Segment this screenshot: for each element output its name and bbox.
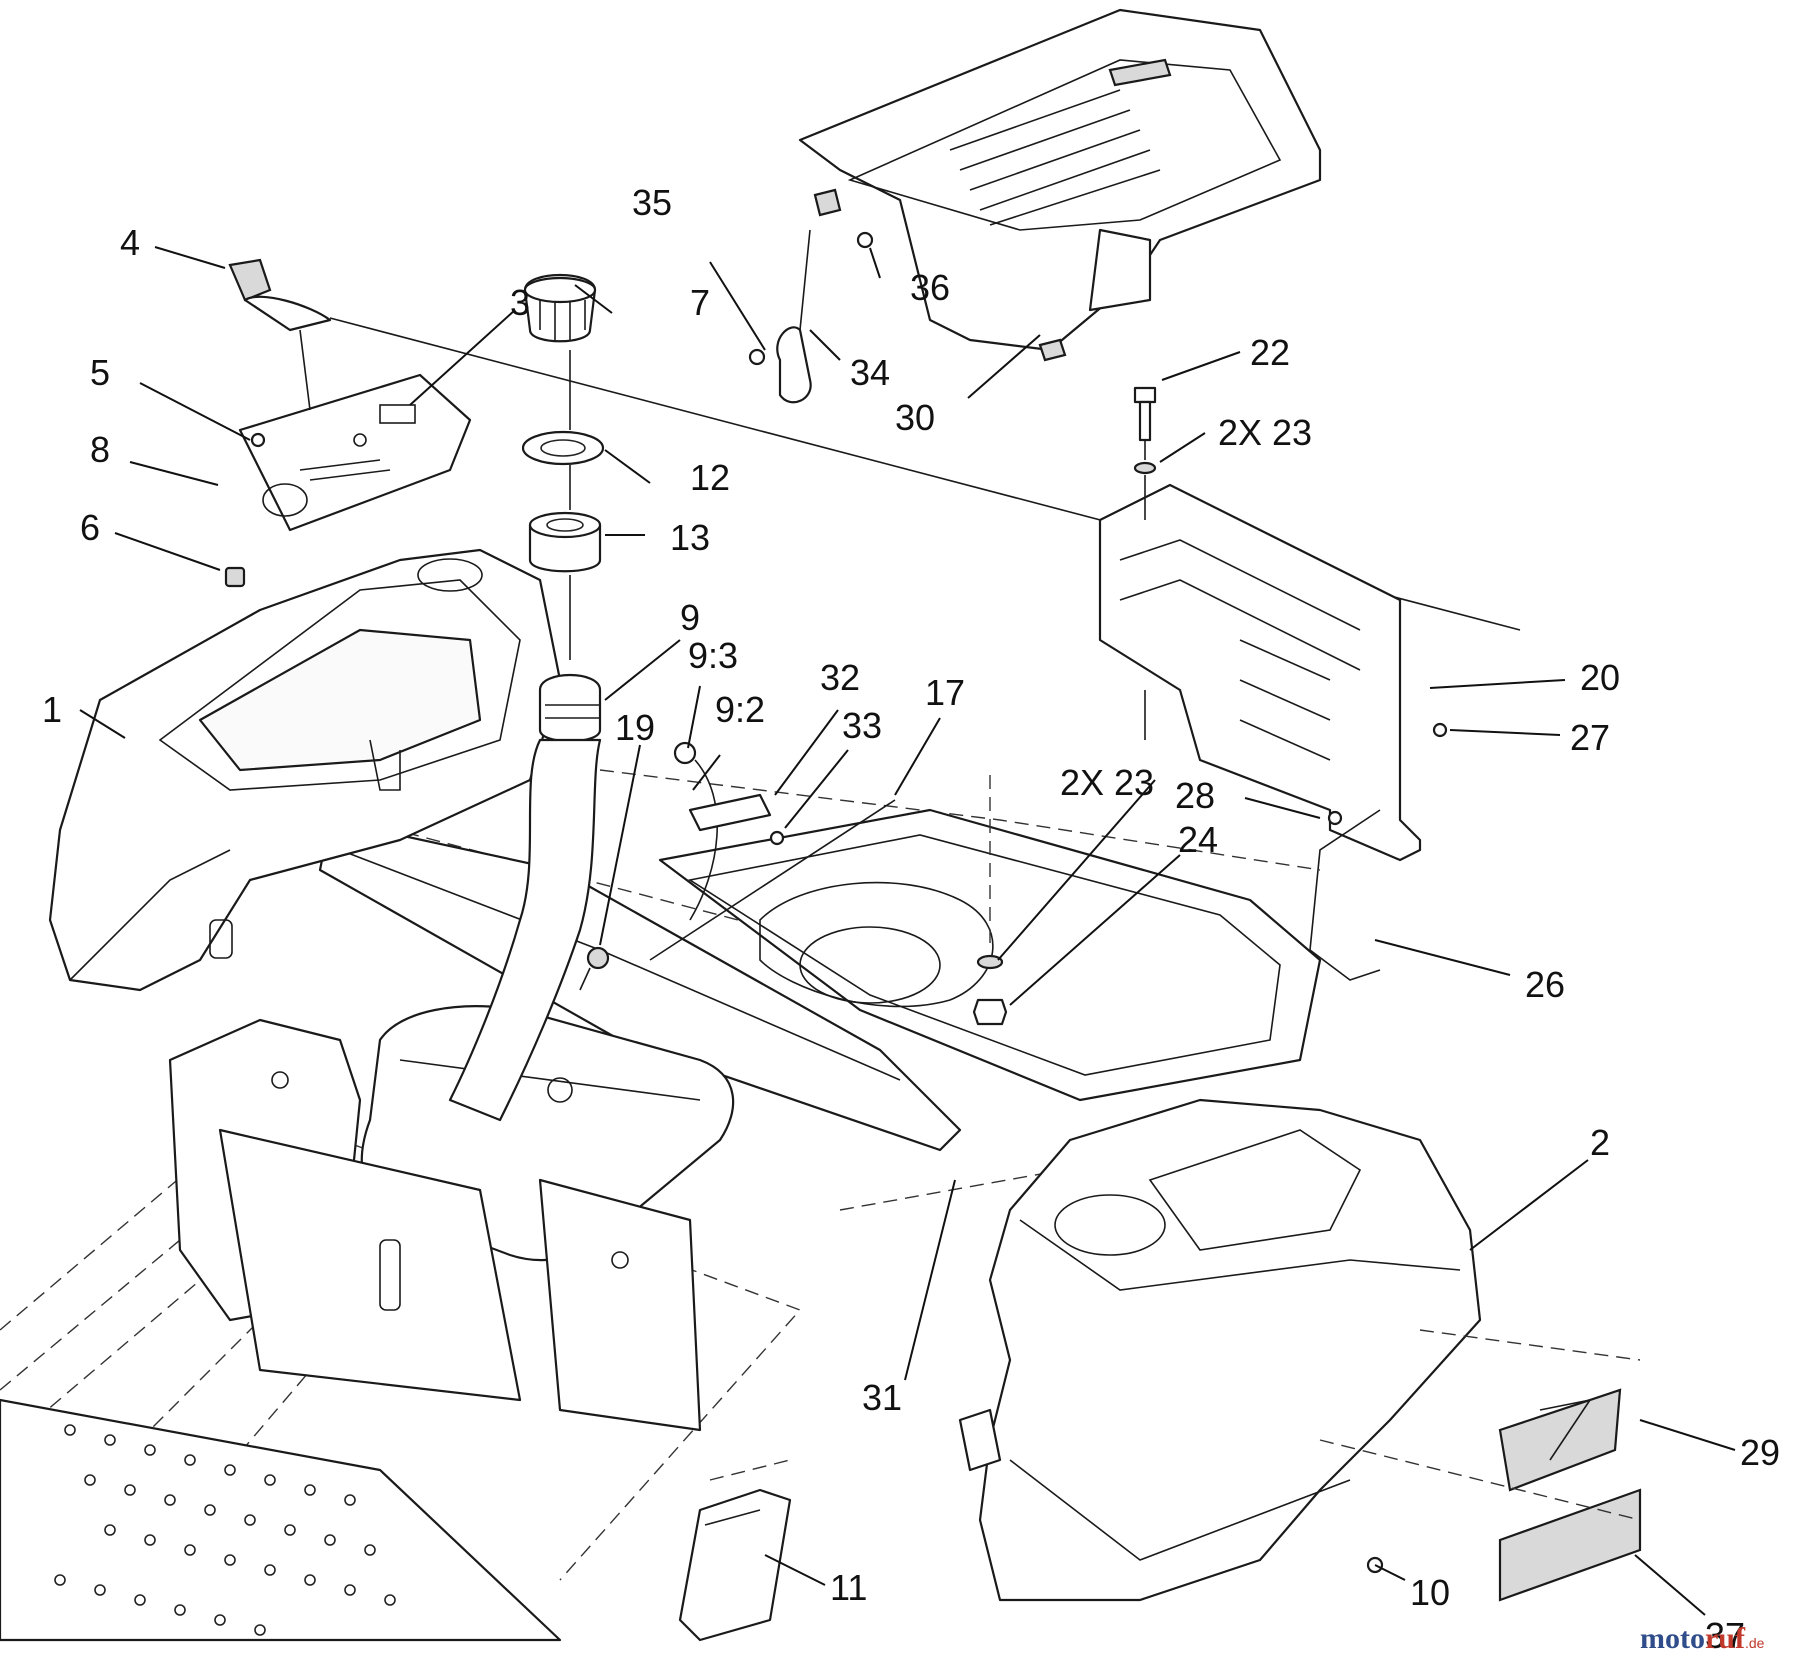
screw-5 [250, 432, 266, 448]
nut-28 [1327, 810, 1343, 826]
fitting-19 [579, 946, 610, 991]
clip-6 [224, 566, 246, 588]
leader-lines [79, 246, 1736, 1616]
floor-plate [0, 1109, 802, 1642]
watermark-suffix: .de [1745, 1635, 1765, 1651]
floor-perforations [54, 1424, 396, 1636]
callout-27: 27 [1570, 717, 1610, 758]
callout-23b: 2X 23 [1060, 762, 1154, 803]
callout-4: 4 [120, 222, 140, 263]
nut-36 [856, 231, 874, 249]
callout-26: 26 [1525, 964, 1565, 1005]
fuel-line [673, 741, 718, 921]
callout-11: 11 [830, 1567, 867, 1608]
callout-22: 22 [1250, 332, 1290, 373]
callout-24: 24 [1178, 819, 1218, 860]
decal-37 [1498, 1488, 1642, 1602]
decal-29 [1498, 1388, 1622, 1492]
callout-32: 32 [820, 657, 860, 698]
watermark-part-a: moto [1640, 1622, 1705, 1655]
left-fender [48, 548, 562, 992]
callout-19: 19 [615, 707, 655, 748]
washer-23a [1133, 461, 1157, 475]
callout-labels: 1 2 3 4 5 6 7 8 9 9:3 9:2 10 11 12 13 17… [42, 182, 1780, 1656]
nut-24 [972, 998, 1008, 1026]
callout-33: 33 [842, 705, 882, 746]
callout-1: 1 [42, 689, 62, 730]
rear-shield [1098, 483, 1422, 862]
bracket-32 [688, 793, 772, 832]
svg-text:motoruf.de: motoruf.de [1640, 1622, 1765, 1655]
callout-10: 10 [1410, 1572, 1450, 1613]
callout-13: 13 [670, 517, 710, 558]
callout-31: 31 [862, 1377, 902, 1418]
callout-29: 29 [1740, 1432, 1780, 1473]
callout-9-3: 9:3 [688, 635, 738, 676]
front-bracket [168, 1018, 702, 1432]
callout-23a: 2X 23 [1218, 412, 1312, 453]
callout-34: 34 [850, 352, 890, 393]
callout-20: 20 [1580, 657, 1620, 698]
callout-2: 2 [1590, 1122, 1610, 1163]
callout-3: 3 [510, 282, 530, 323]
screw-27 [1432, 722, 1448, 738]
callout-12: 12 [690, 457, 730, 498]
watermark-part-b: ruf [1705, 1622, 1746, 1655]
fuel-cap [523, 274, 597, 343]
callout-9-2: 9:2 [715, 689, 765, 730]
bolt-22 [1133, 386, 1157, 442]
pedal-pad [678, 1488, 792, 1642]
hood-latch [776, 229, 812, 404]
control-panel-plate [238, 373, 472, 532]
callout-37: 37 [1705, 1615, 1745, 1656]
callout-6: 6 [80, 507, 100, 548]
bushing-13 [528, 511, 602, 573]
washer-23b [976, 954, 1004, 970]
callout-17: 17 [925, 672, 965, 713]
gasket-12 [521, 430, 605, 466]
callout-36: 36 [910, 267, 950, 308]
handle-26 [1309, 809, 1381, 981]
callout-9: 9 [680, 597, 700, 638]
callout-7: 7 [690, 282, 710, 323]
filler-neck [448, 673, 602, 1122]
watermark-logo: motoruf.de [1640, 1622, 1765, 1655]
screw-33 [769, 830, 785, 846]
callout-28: 28 [1175, 775, 1215, 816]
rod-17 [649, 799, 896, 961]
callout-5: 5 [90, 352, 110, 393]
callout-8: 8 [90, 429, 110, 470]
hood [798, 8, 1322, 362]
screw-35 [748, 348, 766, 366]
callout-30: 30 [895, 397, 935, 438]
right-fender [958, 1098, 1482, 1602]
callout-35: 35 [632, 182, 672, 223]
